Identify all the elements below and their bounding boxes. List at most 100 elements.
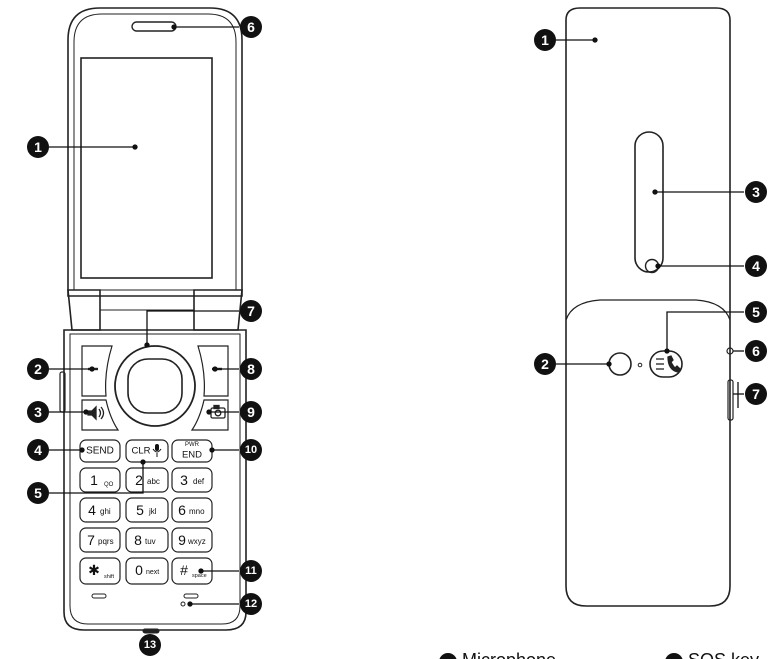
key-star-symbol: ✱ xyxy=(88,562,100,578)
key-9-letters: wxyz xyxy=(187,537,206,546)
back-callout-5: 5 xyxy=(745,301,767,323)
key-hash-symbol: # xyxy=(180,562,188,578)
svg-text:3: 3 xyxy=(34,404,42,420)
key-2-digit: 2 xyxy=(135,472,143,488)
front-callout-1: 1 xyxy=(27,136,49,158)
svg-text:Microphone: Microphone xyxy=(462,650,556,659)
back-view xyxy=(565,7,734,607)
front-callout-12: 12 xyxy=(240,593,262,615)
key-3-letters: def xyxy=(193,477,205,486)
key-7-digit: 7 xyxy=(87,532,95,548)
key-5-digit: 5 xyxy=(136,502,144,518)
front-callout-6: 6 xyxy=(240,16,262,38)
end-key-label: END xyxy=(182,450,202,461)
key-8[interactable] xyxy=(125,527,169,553)
upper-flip-inner xyxy=(73,13,237,291)
svg-text:7: 7 xyxy=(247,303,255,319)
key-1-digit: 1 xyxy=(90,472,98,488)
key-3[interactable] xyxy=(171,467,213,493)
key-2[interactable] xyxy=(125,467,169,493)
key-2-letters: abc xyxy=(147,477,160,486)
key-0[interactable] xyxy=(125,557,169,585)
lower-body-inner xyxy=(69,333,241,625)
clr-key-label: CLR xyxy=(131,446,150,457)
send-key-label: SEND xyxy=(86,446,114,457)
main-display xyxy=(80,57,213,279)
svg-text:1: 1 xyxy=(541,32,549,48)
left-softkey xyxy=(81,345,113,397)
svg-text:3: 3 xyxy=(752,184,760,200)
svg-text:9: 9 xyxy=(247,404,255,420)
speaker-key xyxy=(81,399,120,431)
key-5[interactable] xyxy=(125,497,169,523)
microphone-hole xyxy=(180,601,186,607)
svg-text:5: 5 xyxy=(34,485,42,501)
clr-key[interactable] xyxy=(125,439,169,463)
svg-text:12: 12 xyxy=(245,598,257,610)
grille-left xyxy=(91,593,107,599)
key-6-letters: mno xyxy=(189,507,205,516)
front-callout-9: 9 xyxy=(240,401,262,423)
svg-text:8: 8 xyxy=(247,361,255,377)
back-callout-7: 7 xyxy=(745,383,767,405)
svg-text:2: 2 xyxy=(541,356,549,372)
svg-text:6: 6 xyxy=(752,343,760,359)
lower-body xyxy=(63,329,247,631)
upper-flip-body xyxy=(67,7,243,297)
svg-text:1: 1 xyxy=(34,139,42,155)
svg-text:10: 10 xyxy=(245,444,257,456)
key-7[interactable] xyxy=(79,527,121,553)
svg-text:2: 2 xyxy=(34,361,42,377)
key-1[interactable] xyxy=(79,467,121,493)
charging-port xyxy=(142,628,160,634)
front-view xyxy=(59,7,247,634)
key-6[interactable] xyxy=(171,497,213,523)
key-9[interactable] xyxy=(171,527,213,553)
front-callout-11: 11 xyxy=(240,560,262,582)
back-callout-4: 4 xyxy=(745,255,767,277)
key-4[interactable] xyxy=(79,497,121,523)
svg-text:SOS key: SOS key xyxy=(688,650,759,659)
svg-text:4: 4 xyxy=(34,442,42,458)
key-8-digit: 8 xyxy=(134,532,142,548)
key-star[interactable] xyxy=(79,557,121,585)
nav-ring[interactable] xyxy=(114,345,196,427)
back-callout-2: 2 xyxy=(534,353,556,375)
sos-key[interactable] xyxy=(649,350,683,378)
key-star-letters: shift xyxy=(104,574,115,580)
rear-microphone-dot xyxy=(637,362,643,368)
keypad-labels: SEND CLR PWR END 1 QO 2 abc 3 def 4 ghi … xyxy=(86,442,207,580)
side-volume-key[interactable] xyxy=(727,379,734,421)
front-callout-3: 3 xyxy=(27,401,49,423)
key-6-digit: 6 xyxy=(178,502,186,518)
front-callout-5: 5 xyxy=(27,482,49,504)
front-leader-lines xyxy=(49,24,239,638)
rear-speaker xyxy=(608,352,632,376)
caption-left: Microphone xyxy=(439,650,556,659)
front-callout-8: 8 xyxy=(240,358,262,380)
external-display-window xyxy=(634,131,664,273)
pwr-label: PWR xyxy=(185,442,200,448)
svg-text:13: 13 xyxy=(144,639,156,651)
key-3-digit: 3 xyxy=(180,472,188,488)
key-4-letters: ghi xyxy=(100,507,111,516)
key-9-digit: 9 xyxy=(178,532,186,548)
back-callout-3: 3 xyxy=(745,181,767,203)
back-callout-1: 1 xyxy=(534,29,556,51)
key-7-letters: pqrs xyxy=(98,537,114,546)
ok-key[interactable] xyxy=(127,358,183,414)
key-0-digit: 0 xyxy=(135,562,143,578)
mic-icon xyxy=(152,444,162,457)
back-leader-lines xyxy=(556,37,744,408)
key-8-letters: tuv xyxy=(145,537,156,546)
key-4-digit: 4 xyxy=(88,502,96,518)
front-callout-4: 4 xyxy=(27,439,49,461)
front-callout-10: 10 xyxy=(240,439,262,461)
front-callouts: 1 6 7 2 8 3 9 4 10 5 11 12 13 xyxy=(27,16,262,656)
key-0-letters: next xyxy=(146,569,159,576)
flip-edge xyxy=(565,299,731,321)
front-callout-7: 7 xyxy=(240,300,262,322)
sos-icon xyxy=(656,355,681,373)
svg-text:11: 11 xyxy=(245,565,257,577)
right-softkey xyxy=(197,345,229,397)
